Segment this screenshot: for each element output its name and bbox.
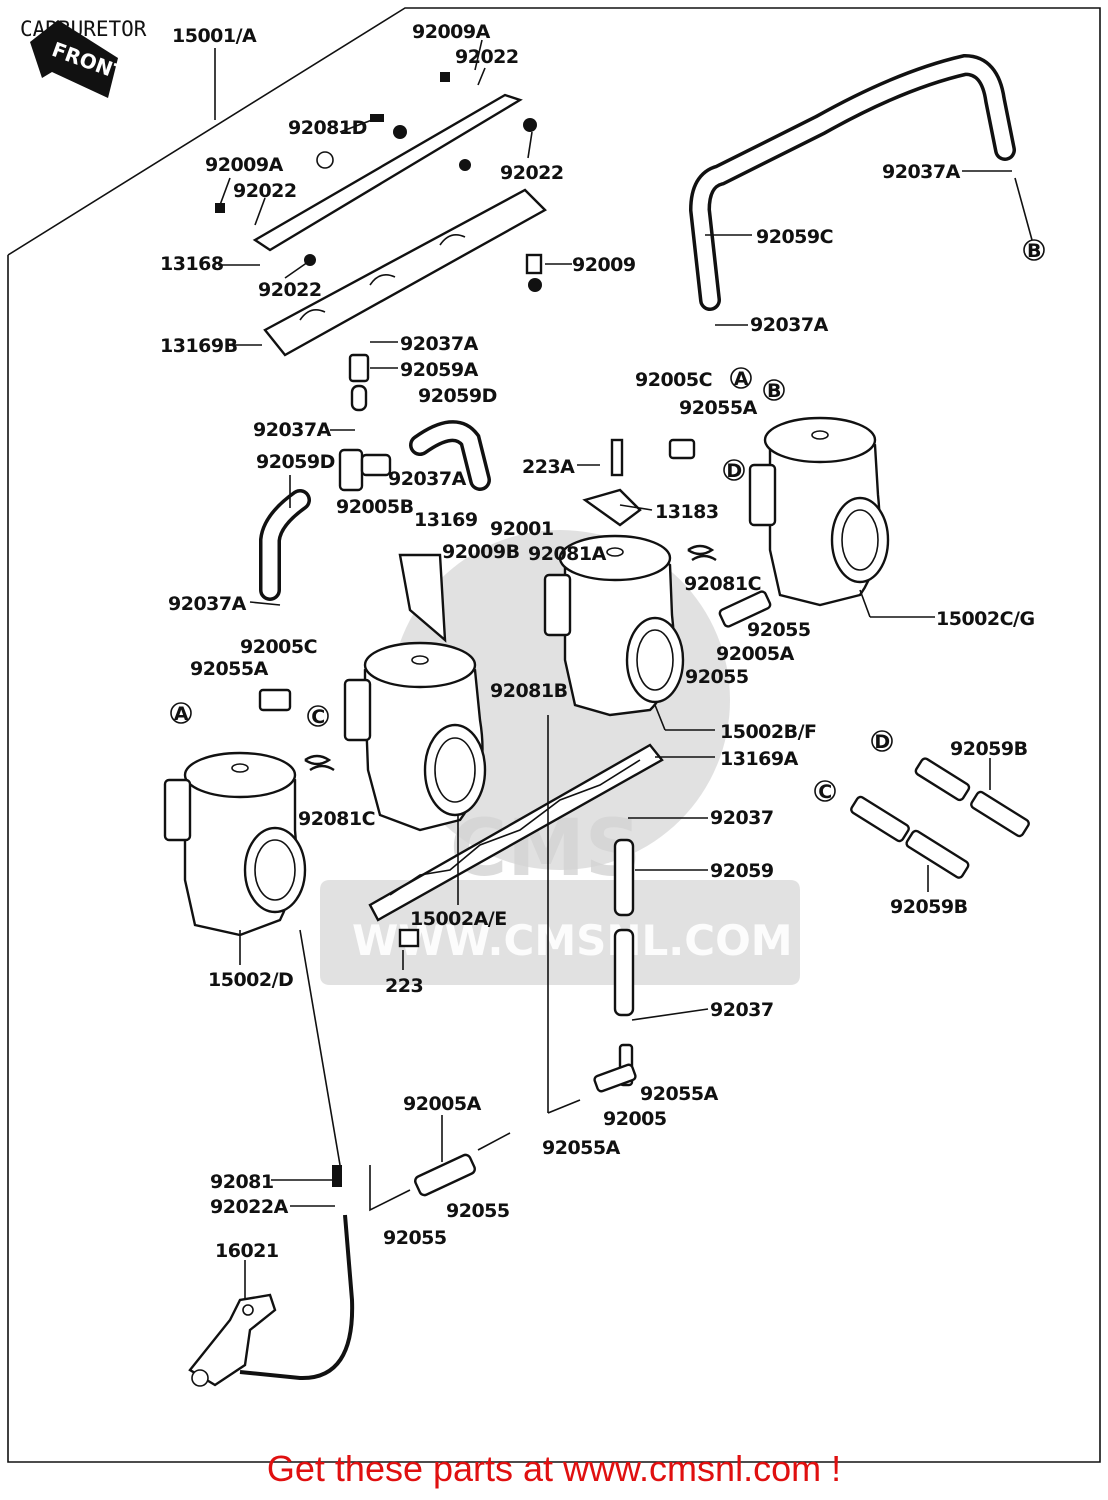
part-label: 92059B (950, 738, 1028, 760)
part-label: 16021 (215, 1240, 279, 1262)
part-label: 15002C/G (936, 608, 1035, 630)
part-label: 92059D (418, 385, 497, 407)
part-label: 92005A (716, 643, 795, 665)
ref-marker-a-top: A (730, 367, 752, 390)
vent-tube-92059C (688, 53, 1033, 311)
leader-lines (218, 39, 1012, 1300)
part-label: 92081 (210, 1171, 274, 1193)
svg-text:B: B (1027, 240, 1041, 262)
ref-markers: A B B D C A D C (170, 239, 1045, 803)
part-label: 92055A (542, 1137, 621, 1159)
part-label: 92059D (256, 451, 335, 473)
part-label: 92005C (240, 636, 317, 658)
part-label: 13183 (655, 501, 719, 523)
svg-text:B: B (767, 380, 781, 402)
part-label: 13169 (414, 509, 478, 531)
part-label: 92081C (298, 808, 375, 830)
part-label: 92009 (572, 254, 636, 276)
part-label: 92037 (710, 807, 774, 829)
tube-92005A-lower (369, 1132, 511, 1212)
part-label: 92081C (684, 573, 761, 595)
part-label: 92081B (490, 680, 568, 702)
part-label: 92059A (400, 359, 479, 381)
tube-group-left (259, 353, 491, 601)
part-label: 92055 (685, 666, 749, 688)
part-label: 92059 (710, 860, 774, 882)
ref-marker-b-carb: B (763, 379, 785, 402)
part-label: 92055 (383, 1227, 447, 1249)
part-label: 92037A (750, 314, 829, 336)
part-label: 92059B (890, 896, 968, 918)
ref-marker-c-carb: C (307, 705, 329, 728)
watermark-url: WWW.CMSNL.COM (352, 916, 793, 965)
part-label: 15001/A (172, 25, 257, 47)
part-label: 92037A (168, 593, 247, 615)
linkage-rail-assembly (215, 72, 547, 357)
carburetor-15002AE (343, 641, 487, 832)
part-label: 92022 (258, 279, 322, 301)
ref-marker-c-tube: C (814, 780, 836, 803)
part-label: 92009B (442, 541, 520, 563)
part-label: 92022 (455, 46, 519, 68)
part-label: 92037A (400, 333, 479, 355)
part-label: 92081D (288, 117, 367, 139)
part-label: 92055A (640, 1083, 719, 1105)
assembly-frame (7, 7, 1101, 1463)
part-label: 92005A (403, 1093, 482, 1115)
part-label: 92037 (710, 999, 774, 1021)
lower-plate-13169A (368, 743, 664, 922)
part-label: 92055 (747, 619, 811, 641)
ref-marker-a-left: A (170, 702, 192, 725)
svg-text:A: A (174, 703, 189, 725)
part-label: 92037A (882, 161, 961, 183)
part-label: 15002B/F (720, 721, 817, 743)
svg-text:A: A (734, 368, 749, 390)
part-label: 92009A (412, 21, 491, 43)
part-label: 92022A (210, 1196, 289, 1218)
carburetor-15002CG (748, 416, 890, 607)
part-label: 92055 (446, 1200, 510, 1222)
part-label: 92081A (528, 543, 607, 565)
part-label: 92055A (679, 397, 758, 419)
svg-text:C: C (311, 706, 324, 728)
part-label: 92055A (190, 658, 269, 680)
part-label: 92001 (490, 518, 554, 540)
promo-link[interactable]: Get these parts at www.cmsnl.com ! (266, 1448, 842, 1489)
part-label: 223A (522, 456, 575, 478)
part-label: 223 (385, 975, 423, 997)
svg-text:D: D (726, 460, 741, 482)
part-label: 92037A (253, 419, 332, 441)
ref-marker-d-carb: D (723, 459, 745, 482)
part-label: 92005B (336, 496, 414, 518)
ref-marker-b-right: B (1023, 239, 1045, 262)
part-label: 13168 (160, 253, 224, 275)
part-label: 92037A (388, 468, 467, 490)
ref-marker-d-tube: D (871, 730, 893, 753)
tubes-92059B (850, 757, 1030, 879)
part-label: 92022 (500, 162, 564, 184)
svg-text:C: C (818, 781, 831, 803)
part-label: 13169A (720, 748, 799, 770)
part-labels: 15001/A 92009A 92022 92081D 92009A 92022… (160, 21, 1035, 1262)
carburetor-15002D (163, 751, 307, 937)
carburetor-15002BF (543, 534, 685, 717)
part-label: 15002/D (208, 969, 293, 991)
fuel-tube-92059 (593, 838, 637, 1093)
part-label: 13169B (160, 335, 238, 357)
svg-text:D: D (874, 731, 889, 753)
misc-fittings (258, 438, 772, 948)
part-label: 92022 (233, 180, 297, 202)
throttle-cable-bracket-16021 (188, 929, 355, 1387)
part-label: 92005C (635, 369, 712, 391)
part-label: 92005 (603, 1108, 667, 1130)
part-label: 15002A/E (410, 908, 507, 930)
part-label: 92009A (205, 154, 284, 176)
part-label: 92059C (756, 226, 833, 248)
